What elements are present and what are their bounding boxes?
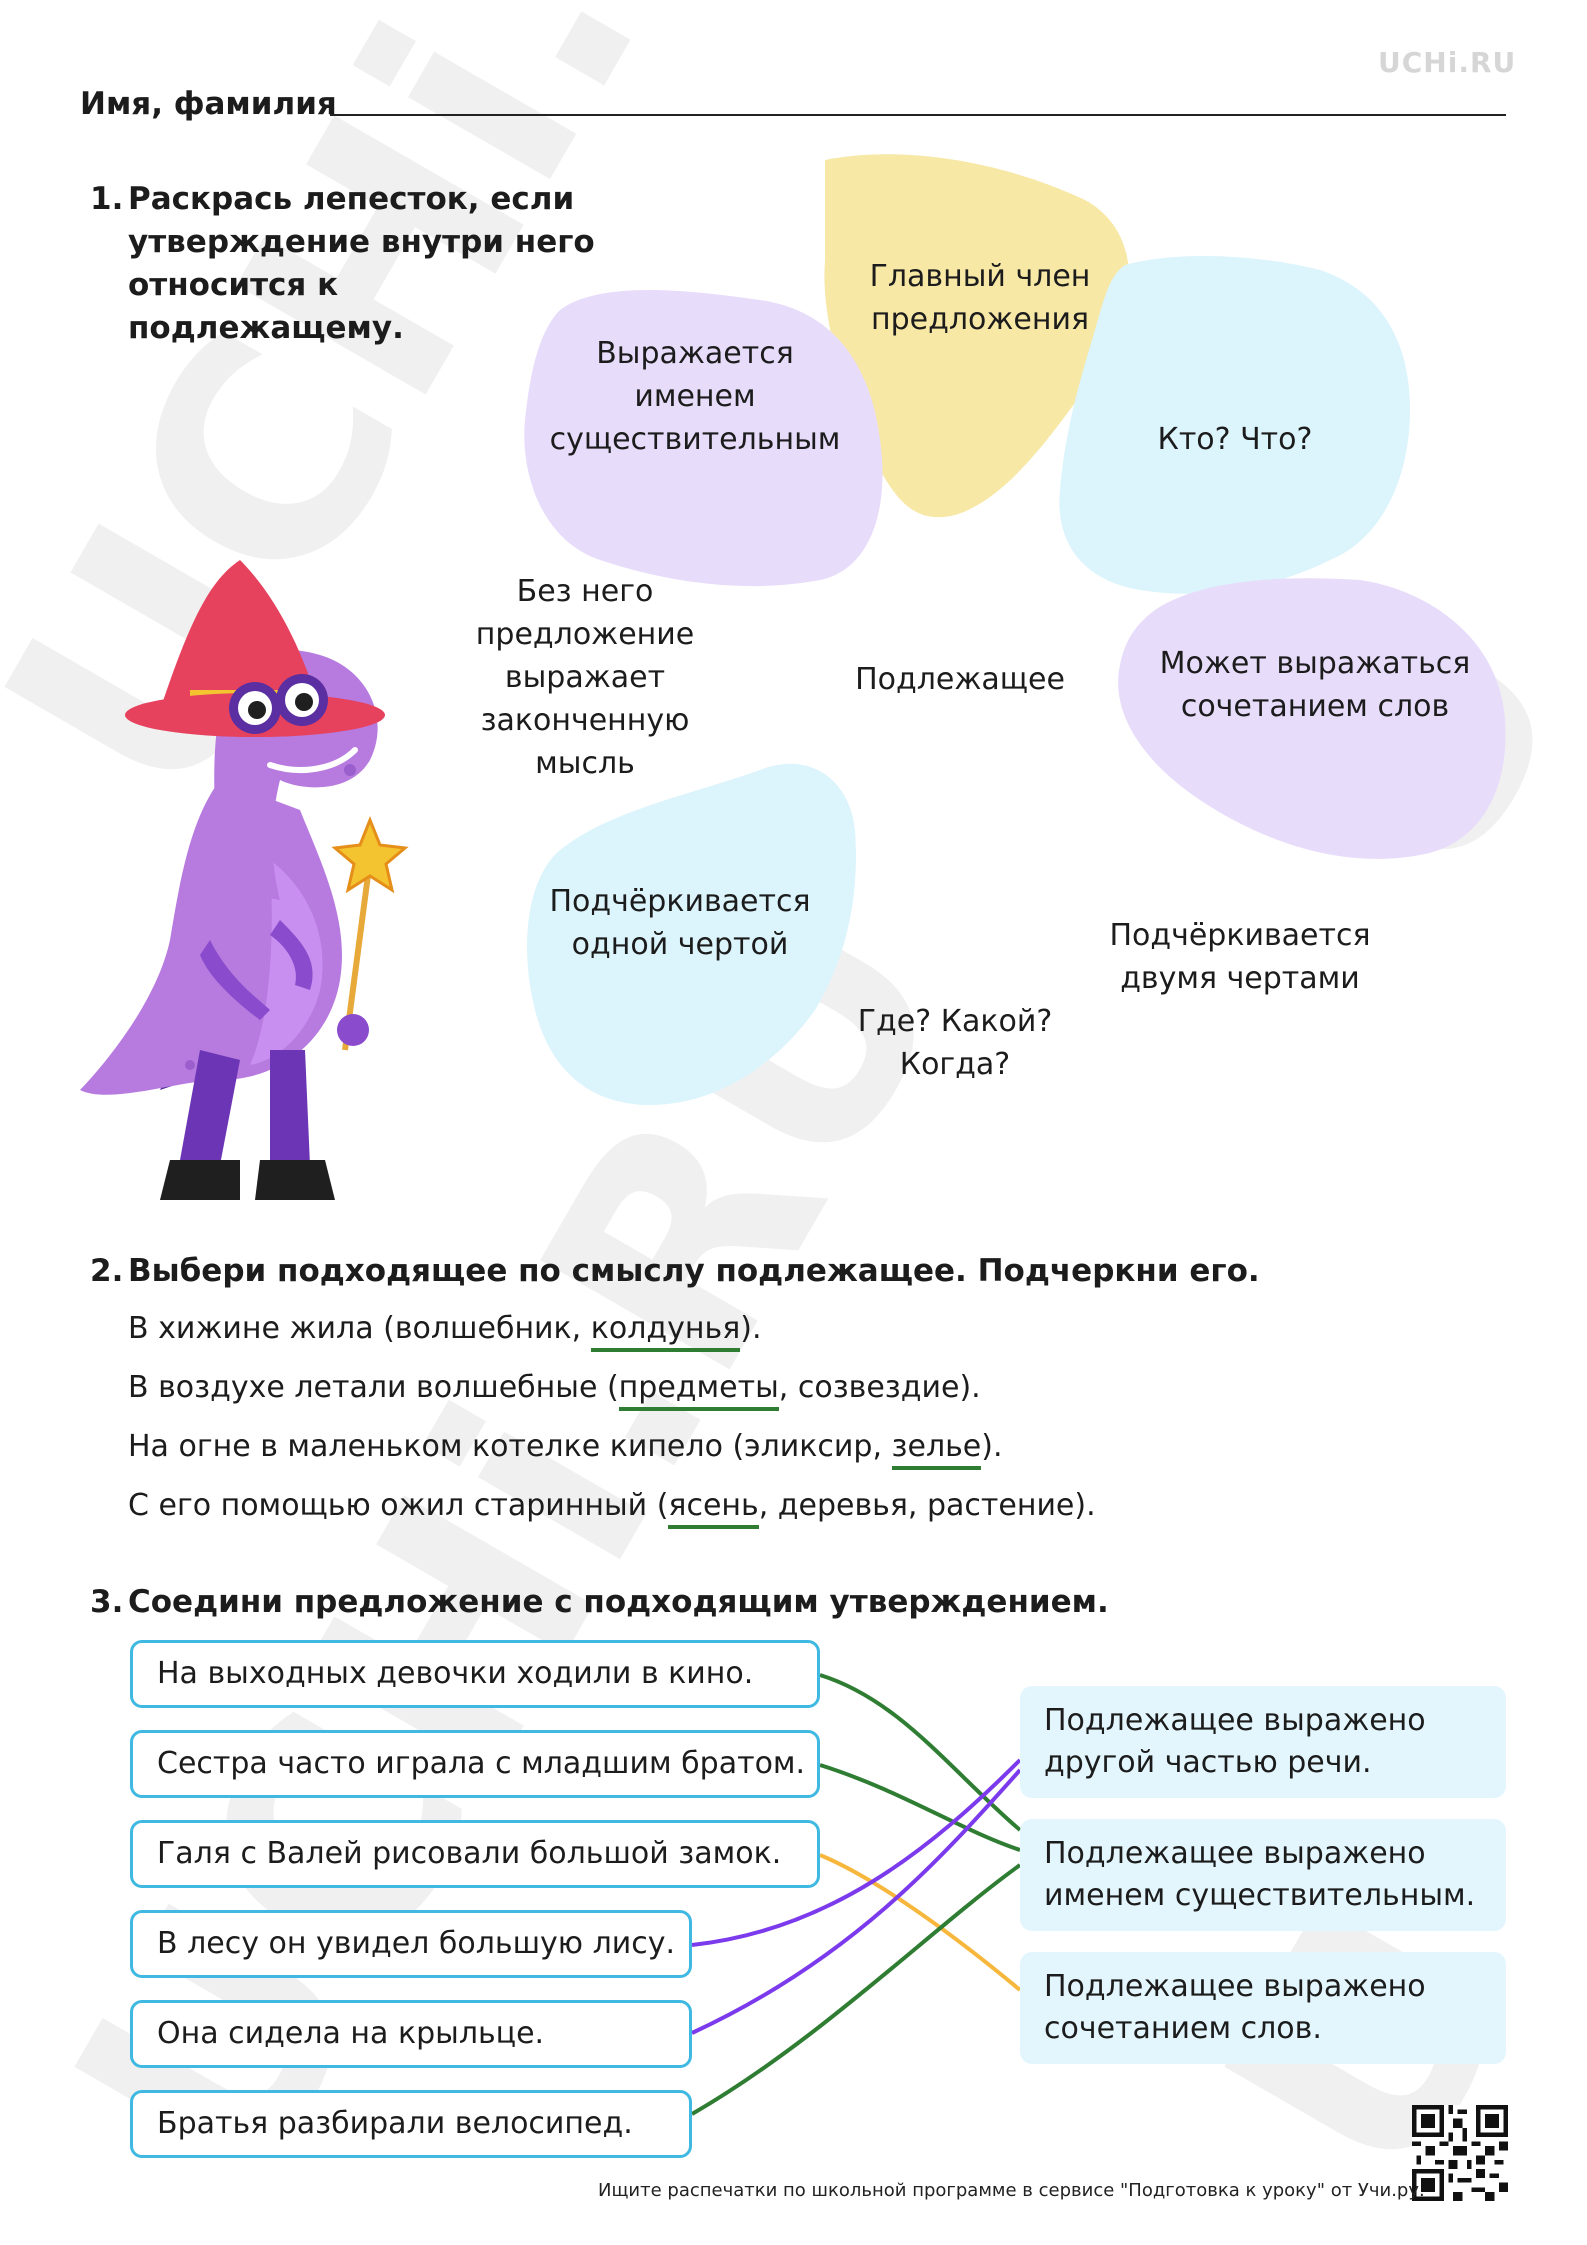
dinosaur-wizard-illustration [80,560,409,1200]
name-label: Имя, фамилия [80,86,337,122]
match-line-2 [819,1763,1021,1852]
qr-code-icon [1412,2105,1508,2201]
task1-number: 1. [90,181,124,217]
match-line-5 [691,1768,1022,2035]
petal-two-lines[interactable]: Подчёркивается двумя чертами [1109,918,1371,996]
statement-box-other-pos[interactable]: Подлежащее выражено другой частью речи. [1020,1686,1506,1798]
brand-logo: UCHi.RU [1378,46,1517,79]
underlined-subject[interactable]: предметы [618,1370,779,1411]
sentence-box-3[interactable]: Галя с Валей рисовали большой замок. [130,1820,820,1888]
sentence-box-2[interactable]: Сестра часто играла с младшим братом. [130,1730,820,1798]
petal-shape-main-member[interactable] [824,154,1130,518]
match-line-4 [691,1758,1022,1947]
statement-box-word-combination[interactable]: Подлежащее выражено сочетанием слов. [1020,1952,1506,2064]
underlined-subject[interactable]: колдунья [590,1311,741,1352]
task2-sentence-3: На огне в маленьком котелке кипело (элик… [128,1426,1003,1470]
task3-number: 3. [90,1584,124,1620]
task3-title: 3.Соедини предложение с подходящим утвер… [90,1581,1109,1624]
footer-text: Ищите распечатки по школьной программе в… [598,2180,1425,2201]
sentence-box-1[interactable]: На выходных девочки ходили в кино. [130,1640,820,1708]
name-input-line[interactable] [330,114,1506,116]
sentence-box-5[interactable]: Она сидела на крыльце. [130,2000,692,2068]
sentence-box-4[interactable]: В лесу он увидел большую лису. [130,1910,692,1978]
task2-number: 2. [90,1253,124,1289]
match-line-1 [819,1673,1022,1832]
sentence-box-6[interactable]: Братья разбирали велосипед. [130,2090,692,2158]
task1-title: 1.Раскрась лепесток, если утверждение вн… [90,178,610,350]
underlined-subject[interactable]: ясень [668,1488,759,1529]
petal-who-what[interactable]: Кто? Что? [1157,422,1313,457]
petal-main-member[interactable]: Главный член предложения [869,259,1091,337]
petal-shape-noun[interactable] [524,290,883,587]
flower-center: Подлежащее [855,662,1065,697]
statement-box-noun[interactable]: Подлежащее выражено именем существительн… [1020,1819,1506,1931]
petal-shape-who-what[interactable] [1059,255,1410,594]
petal-complete-thought[interactable]: Без него предложение выражает законченну… [475,574,695,781]
petal-shape-one-line[interactable] [527,763,856,1105]
petal-shape-word-combination[interactable] [1118,578,1506,859]
task2-title: 2.Выбери подходящее по смыслу подлежащее… [90,1250,1260,1293]
petal-where-which-when[interactable]: Где? Какой? Когда? [857,1004,1053,1082]
task2-sentence-1: В хижине жила (волшебник, колдунья). [128,1308,762,1352]
task2-sentence-2: В воздухе летали волшебные (предметы, со… [128,1367,981,1411]
flower-shapes [524,154,1506,1105]
petal-word-combination[interactable]: Может выражаться сочетанием слов [1159,646,1471,724]
match-line-3 [819,1853,1022,1992]
task2-sentence-4: С его помощью ожил старинный (ясень, дер… [128,1485,1096,1529]
petal-noun[interactable]: Выражается именем существительным [549,336,841,457]
underlined-subject[interactable]: зелье [891,1429,982,1470]
match-line-6 [690,1863,1022,2116]
petal-one-line[interactable]: Подчёркивается одной чертой [549,884,811,962]
